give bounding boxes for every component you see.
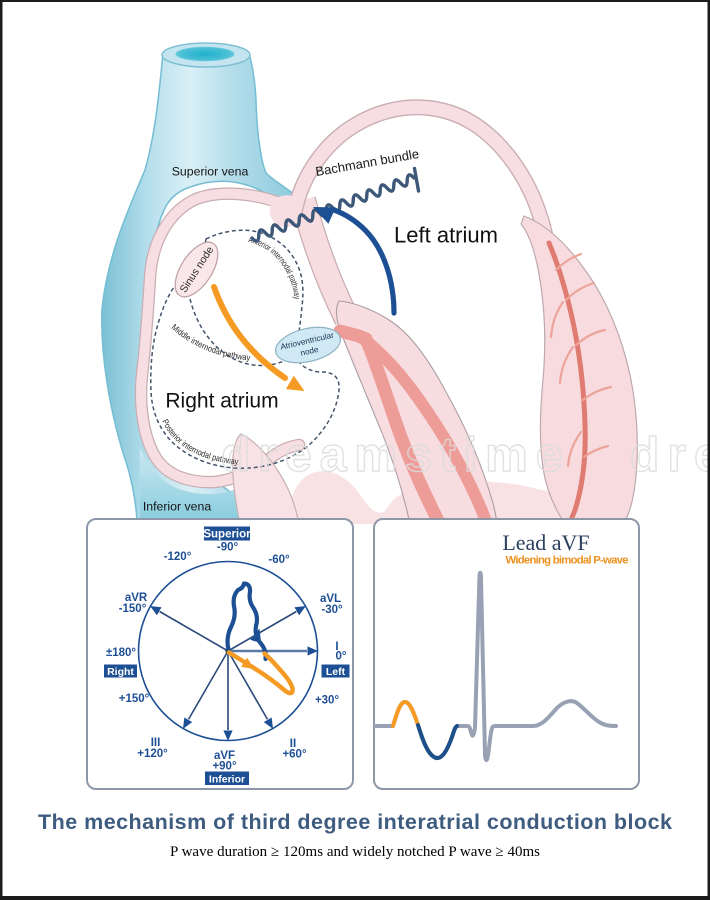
svg-text:The mechanism of third degree: The mechanism of third degree interatria… bbox=[38, 810, 672, 834]
svg-text:aVR: aVR bbox=[125, 592, 148, 604]
svg-text:aVF: aVF bbox=[214, 750, 235, 762]
svg-text:-120°: -120° bbox=[164, 551, 192, 563]
svg-text:-30°: -30° bbox=[321, 604, 343, 616]
svg-text:Left atrium: Left atrium bbox=[394, 223, 498, 248]
svg-text:III: III bbox=[151, 737, 161, 749]
svg-text:node: node bbox=[300, 345, 320, 358]
svg-text:Inferior: Inferior bbox=[209, 774, 245, 786]
svg-text:±180°: ±180° bbox=[106, 647, 136, 659]
svg-text:+120°: +120° bbox=[137, 748, 168, 760]
svg-text:Left: Left bbox=[326, 666, 346, 678]
svg-text:Right: Right bbox=[107, 666, 134, 678]
svg-text:+150°: +150° bbox=[119, 693, 150, 705]
svg-text:P wave duration ≥ 120ms and wi: P wave duration ≥ 120ms and widely notch… bbox=[170, 844, 540, 860]
svg-text:Superior: Superior bbox=[203, 529, 251, 541]
svg-text:-90°: -90° bbox=[217, 542, 239, 554]
svg-text:Lead aVF: Lead aVF bbox=[502, 530, 589, 555]
svg-text:0°: 0° bbox=[336, 651, 347, 663]
svg-text:II: II bbox=[290, 738, 296, 750]
svg-text:dreamstime: dreamstime bbox=[630, 429, 710, 482]
svg-text:aVL: aVL bbox=[320, 593, 341, 605]
svg-text:Inferior vena: Inferior vena bbox=[143, 500, 212, 514]
svg-text:I: I bbox=[335, 641, 338, 653]
svg-text:+60°: +60° bbox=[282, 749, 307, 761]
svg-text:-60°: -60° bbox=[268, 554, 290, 566]
svg-text:Right atrium: Right atrium bbox=[165, 390, 278, 413]
svg-text:Superior vena: Superior vena bbox=[172, 165, 249, 179]
svg-text:+90°: +90° bbox=[212, 761, 237, 773]
svg-text:Widening bimodal P-wave: Widening bimodal P-wave bbox=[506, 555, 629, 567]
svg-text:+30°: +30° bbox=[315, 695, 340, 707]
svg-text:dreamstime: dreamstime bbox=[221, 429, 570, 482]
svg-text:-150°: -150° bbox=[119, 603, 147, 615]
